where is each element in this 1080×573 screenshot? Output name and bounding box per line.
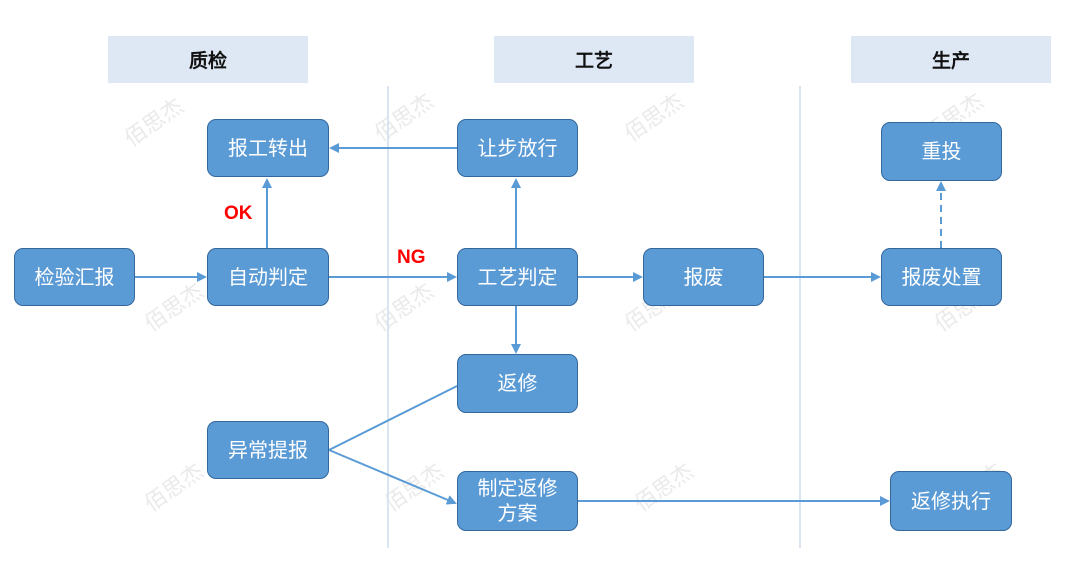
- lane-header-production: 生产: [851, 36, 1051, 83]
- node-rework: 返修: [457, 354, 578, 413]
- watermark: 佰思杰: [620, 88, 689, 148]
- node-rework-plan: 制定返修 方案: [457, 471, 578, 531]
- node-scrap-handling: 报废处置: [881, 248, 1002, 306]
- node-auto-judge: 自动判定: [207, 248, 329, 306]
- node-reinvest: 重投: [881, 122, 1002, 181]
- watermark: 佰思杰: [140, 278, 209, 338]
- node-process-judge: 工艺判定: [457, 248, 578, 306]
- node-scrap: 报废: [643, 248, 764, 306]
- node-inspection-report: 检验汇报: [14, 248, 135, 306]
- lane-divider: [387, 86, 389, 548]
- node-exception-report: 异常提报: [207, 421, 329, 479]
- lane-header-process: 工艺: [494, 36, 694, 83]
- arrow-exception-to-plan: [328, 449, 457, 505]
- lane-divider: [799, 86, 801, 548]
- watermark: 佰思杰: [140, 458, 209, 518]
- watermark: 佰思杰: [120, 93, 189, 153]
- node-rework-execute: 返修执行: [890, 471, 1012, 531]
- edge-label-ok: OK: [224, 203, 253, 224]
- node-concession-release: 让步放行: [457, 119, 578, 177]
- edge-label-ng: NG: [397, 247, 426, 268]
- watermark: 佰思杰: [370, 88, 439, 148]
- node-report-out: 报工转出: [207, 119, 329, 177]
- line-rework-to-exception: [328, 385, 458, 451]
- watermark: 佰思杰: [630, 458, 699, 518]
- lane-header-qc: 质检: [108, 36, 308, 83]
- watermark: 佰思杰: [370, 278, 439, 338]
